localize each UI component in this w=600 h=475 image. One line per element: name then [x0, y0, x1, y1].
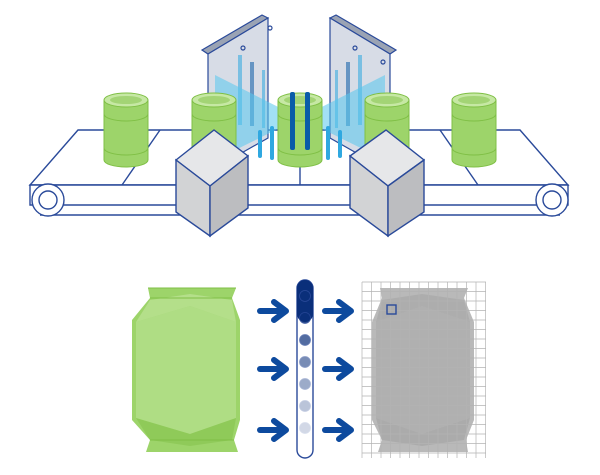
arrow-right-icon: [257, 357, 289, 381]
sensor-dot: [299, 422, 311, 434]
arrow-right-icon: [322, 418, 354, 442]
arrow-right-icon: [322, 299, 354, 323]
can-5: [451, 92, 497, 168]
digitized-can: [361, 281, 486, 458]
pixel-grid: [361, 281, 486, 458]
can-1: [103, 92, 149, 168]
arrow-right-icon: [257, 299, 289, 323]
sensor-dot: [299, 400, 311, 412]
sensor-dot: [299, 334, 311, 346]
arrows-right-group: [322, 299, 354, 442]
sensor-dot: [299, 378, 311, 390]
conveyor-side: [29, 184, 569, 206]
sensor-array: [296, 279, 314, 459]
arrows-left-group: [257, 299, 289, 442]
sensor-box-left: [174, 129, 250, 238]
can-3-scanning: [277, 92, 323, 168]
roller-right-outer: [535, 183, 569, 217]
green-can-silhouette: [132, 287, 240, 452]
scan-bars-front: [258, 92, 342, 160]
selected-pixel: [386, 304, 397, 315]
roller-left-outer: [31, 183, 65, 217]
sensor-dot: [299, 312, 311, 324]
roller-left-inner: [38, 190, 58, 210]
sensor-dot: [299, 290, 311, 302]
sensor-box-right: [348, 129, 426, 238]
sensor-dots: [299, 290, 311, 434]
roller-right-inner: [542, 190, 562, 210]
sensor-dot: [299, 356, 311, 368]
arrow-right-icon: [322, 357, 354, 381]
arrow-right-icon: [257, 418, 289, 442]
